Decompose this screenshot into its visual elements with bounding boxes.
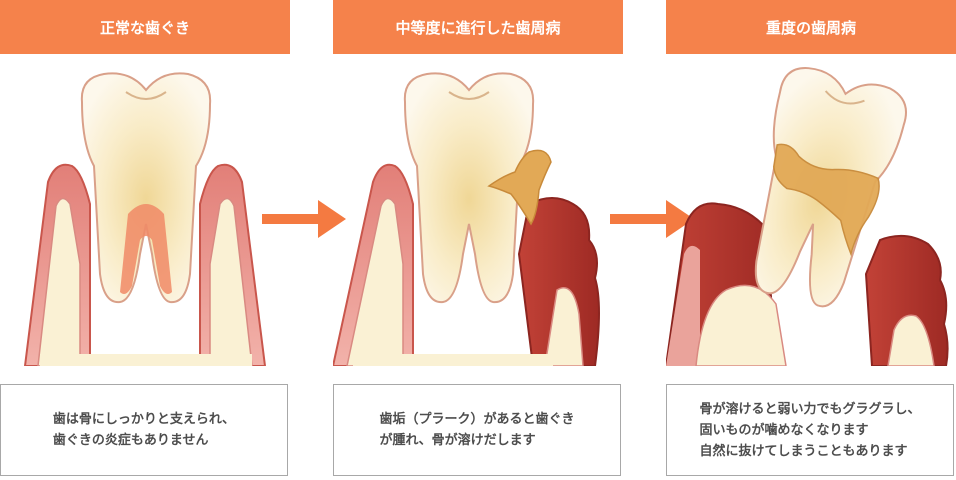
panel-caption: 歯垢（プラーク）があると歯ぐき が腫れ、骨が溶けだします <box>333 384 621 476</box>
tooth <box>403 72 535 304</box>
bone <box>209 197 253 366</box>
right-arrow-icon <box>610 196 696 242</box>
caption-line: が腫れ、骨が溶けだします <box>379 433 536 448</box>
caption-line: 自然に抜けてしまうこともあります <box>699 443 908 459</box>
moderate-periodontitis-illustration <box>333 54 623 366</box>
panel-title: 重度の歯周病 <box>666 0 956 54</box>
caption-line: 歯ぐきの炎症もありません <box>52 433 209 448</box>
panel-moderate: 中等度に進行した歯周病 歯垢（プラーク）があると歯ぐき が腫れ、骨が溶けだします <box>333 0 623 480</box>
panel-normal: 正常な歯ぐき 歯は骨にしっかりと支えられ、 歯ぐきの炎症もありません <box>0 0 290 480</box>
plaque <box>487 149 552 226</box>
panel-title: 正常な歯ぐき <box>0 0 290 54</box>
bone <box>37 197 81 366</box>
bone <box>695 284 787 366</box>
panel-caption: 骨が溶けると弱い力でもグラグラし、 固いものが噛めなくなります 自然に抜けてしま… <box>666 384 954 476</box>
plaque <box>773 143 880 257</box>
caption-line: 歯垢（プラーク）があると歯ぐき <box>379 412 575 427</box>
right-arrow-icon <box>262 196 348 242</box>
normal-tooth-illustration <box>0 54 290 366</box>
gum <box>666 245 700 366</box>
pulp <box>120 204 172 294</box>
panel-title: 中等度に進行した歯周病 <box>333 0 623 54</box>
bone <box>887 314 935 366</box>
severe-periodontitis-illustration <box>666 54 956 366</box>
bone <box>346 197 404 366</box>
tooth <box>80 72 212 304</box>
caption-line: 骨が溶けると弱い力でもグラグラし、 <box>699 401 921 417</box>
bone <box>544 287 584 366</box>
panel-severe: 重度の歯周病 骨が溶けると弱い力でもグラグラし、 固いものが噛めなくなります 自… <box>666 0 956 480</box>
caption-line: 固いものが噛めなくなります <box>699 422 869 438</box>
panel-caption: 歯は骨にしっかりと支えられ、 歯ぐきの炎症もありません <box>0 384 288 476</box>
caption-line: 歯は骨にしっかりと支えられ、 <box>52 412 236 427</box>
